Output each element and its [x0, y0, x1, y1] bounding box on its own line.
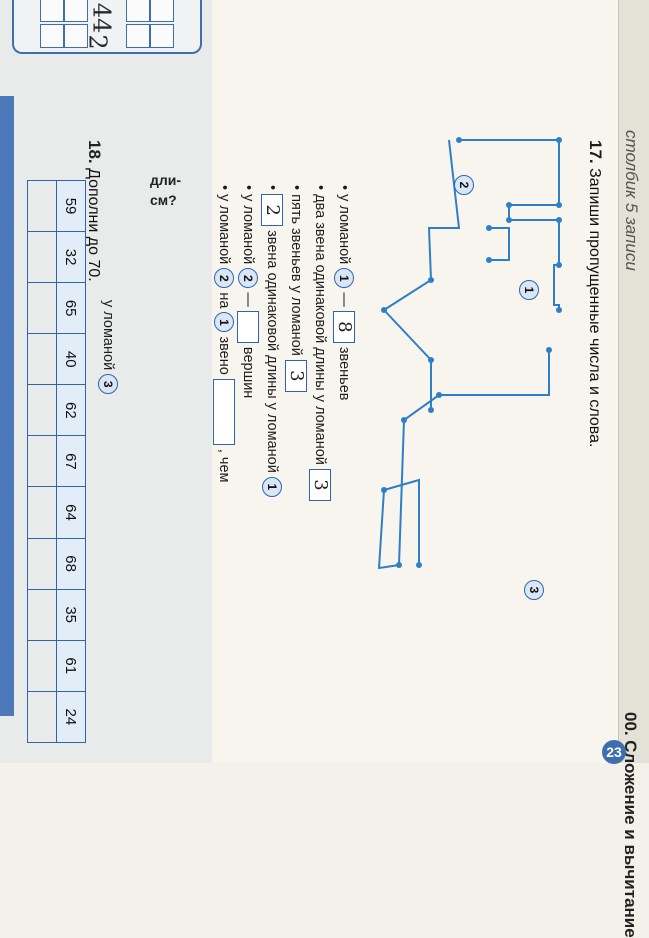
table-cell: 68 [56, 538, 86, 590]
grid-cell [126, 0, 150, 22]
table-cell: 24 [56, 691, 86, 743]
table-cell: 64 [56, 486, 86, 539]
task-area [103, 0, 649, 763]
grid-cell [126, 24, 150, 48]
side-text: см? [150, 192, 177, 208]
answer-cell[interactable] [27, 282, 57, 334]
grid-cell [150, 0, 174, 22]
answer-cell[interactable] [27, 538, 57, 590]
task17-item-last: у ломаной 3 [98, 300, 118, 395]
chapter-number: 00. [621, 712, 640, 736]
table-cell: 32 [56, 231, 86, 283]
answer-cell[interactable] [27, 435, 57, 487]
rotated-content: столбик 5 записи 17. Запиши пропущенные … [212, 0, 649, 763]
grid-cell [64, 0, 88, 22]
table-cell: 62 [56, 384, 86, 436]
table-cell: 59 [56, 180, 86, 232]
polyline-1b [489, 227, 510, 261]
left-answer-box [12, 0, 202, 54]
task18-heading: 18. Дополни до 70. [84, 140, 104, 282]
table-cell: 65 [56, 282, 86, 334]
side-text: дли- [150, 172, 182, 188]
task18-number: 18. [85, 140, 104, 164]
table-cell: 35 [56, 589, 86, 641]
left-page: 44 2 дли- см? [0, 0, 212, 763]
answer-cell[interactable] [27, 589, 57, 641]
page-number: 23 [602, 740, 626, 764]
table-row: 59 32 65 40 62 67 64 68 35 61 24 [56, 180, 86, 743]
grid-cell [150, 24, 174, 48]
task18-title: Дополни до 70. [85, 168, 102, 282]
answer-cell[interactable] [27, 231, 57, 283]
grid-cell [40, 0, 64, 22]
page-edge-bar [0, 96, 14, 716]
polyline-badge: 3 [98, 374, 118, 395]
answer-cell[interactable] [27, 486, 57, 539]
table-cell: 40 [56, 333, 86, 385]
chapter-heading: Сложение и вычитание [621, 740, 640, 938]
answer-cell[interactable] [27, 333, 57, 385]
task18-table: 59 32 65 40 62 67 64 68 35 61 24 [27, 180, 86, 743]
table-row [27, 180, 57, 743]
table-cell: 67 [56, 435, 86, 487]
polylines-figure [377, 137, 562, 570]
table-cell: 61 [56, 640, 86, 692]
answer-cell[interactable] [27, 691, 57, 743]
answer-cell[interactable] [27, 180, 57, 232]
answer-cell[interactable] [27, 384, 57, 436]
answer-cell[interactable] [27, 640, 57, 692]
grid-cell [64, 24, 88, 48]
grid-cell [40, 24, 64, 48]
